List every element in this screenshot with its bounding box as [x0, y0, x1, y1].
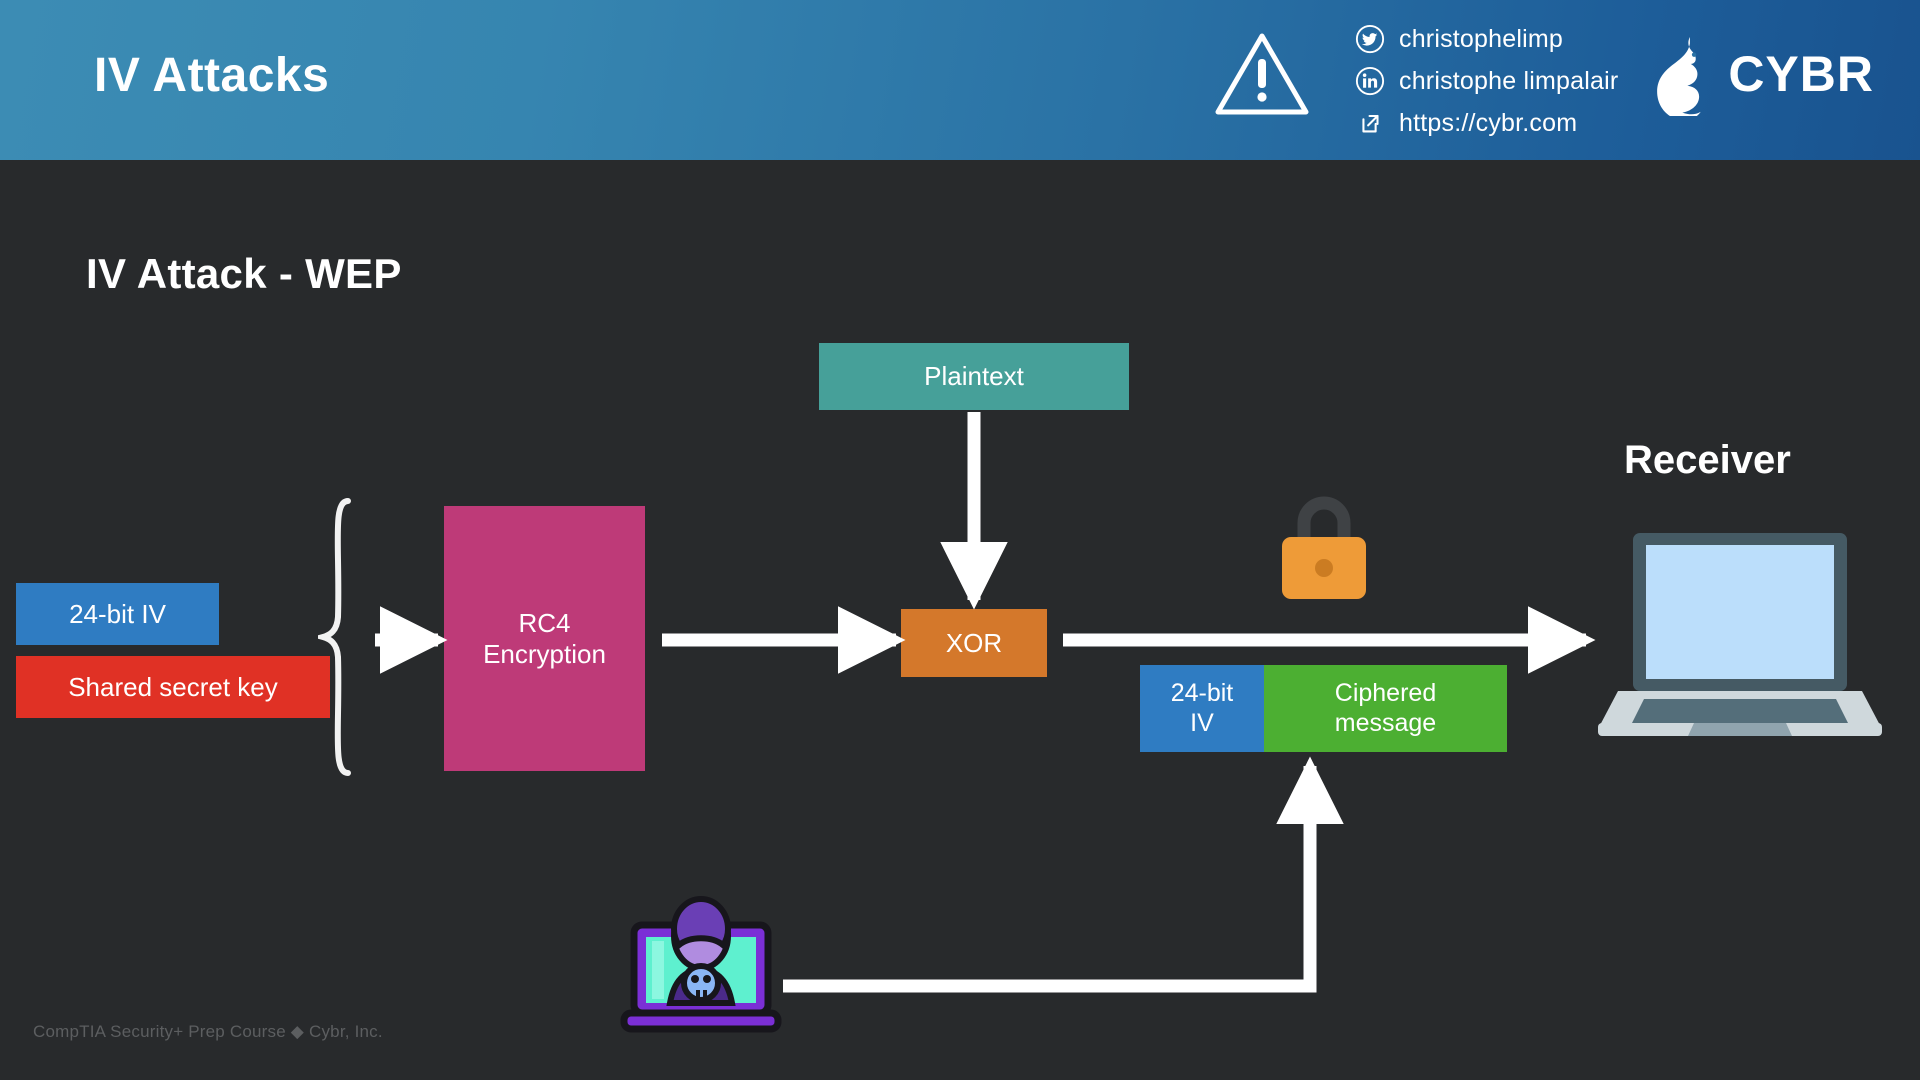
contact-linkedin[interactable]: christophe limpalair: [1355, 60, 1618, 102]
node-ciphered-line2: message: [1334, 708, 1437, 737]
brand-logo: CYBR: [1642, 32, 1874, 116]
receiver-label: Receiver: [1624, 438, 1791, 482]
node-rc4-label-line1: RC4: [518, 607, 571, 638]
node-shared-secret-key-label: Shared secret key: [68, 671, 278, 702]
node-xor-label: XOR: [945, 627, 1003, 658]
node-ciphered-message: Ciphered message: [1264, 665, 1507, 752]
hacker-laptop-icon: [620, 896, 782, 1033]
node-iv-input: 24-bit IV: [16, 583, 219, 645]
brand-name: CYBR: [1728, 46, 1874, 102]
twitter-icon: [1355, 24, 1385, 54]
warning-triangle-icon: [1215, 33, 1309, 115]
node-shared-secret-key: Shared secret key: [16, 656, 330, 718]
grouping-brace: [318, 498, 351, 776]
node-iv-packet-line1: 24-bit: [1170, 679, 1234, 707]
contact-list: christophelimp christophe limpalair http…: [1355, 18, 1618, 144]
slide-header: IV Attacks christophelimp: [0, 0, 1920, 160]
node-iv-input-label: 24-bit IV: [69, 598, 166, 629]
contact-linkedin-name: christophe limpalair: [1399, 66, 1619, 95]
node-plaintext-label: Plaintext: [924, 361, 1024, 392]
node-xor: XOR: [901, 609, 1047, 677]
external-link-icon: [1362, 114, 1379, 133]
node-iv-packet-line2: IV: [1190, 708, 1214, 737]
node-rc4-label-line2: Encryption: [483, 638, 606, 669]
contact-website-url: https://cybr.com: [1399, 108, 1578, 137]
footer-note: CompTIA Security+ Prep Course ◆ Cybr, In…: [33, 1022, 383, 1041]
node-rc4-encryption: RC4 Encryption: [444, 506, 645, 771]
cybr-bird-logo: [1657, 37, 1702, 116]
slide-title: IV Attack - WEP: [86, 250, 402, 297]
arrow-attacker-to-ciphered: [783, 756, 1344, 993]
contact-website[interactable]: https://cybr.com: [1355, 102, 1618, 144]
node-iv-packet: 24-bit IV: [1140, 665, 1264, 752]
node-plaintext: Plaintext: [819, 343, 1129, 410]
node-ciphered-line1: Ciphered: [1334, 679, 1437, 707]
contact-twitter[interactable]: christophelimp: [1355, 18, 1618, 60]
page-title: IV Attacks: [94, 49, 330, 102]
laptop-icon: [1598, 533, 1882, 736]
contact-twitter-handle: christophelimp: [1399, 24, 1563, 53]
padlock-icon: [1282, 496, 1366, 599]
linkedin-icon: [1355, 66, 1385, 96]
